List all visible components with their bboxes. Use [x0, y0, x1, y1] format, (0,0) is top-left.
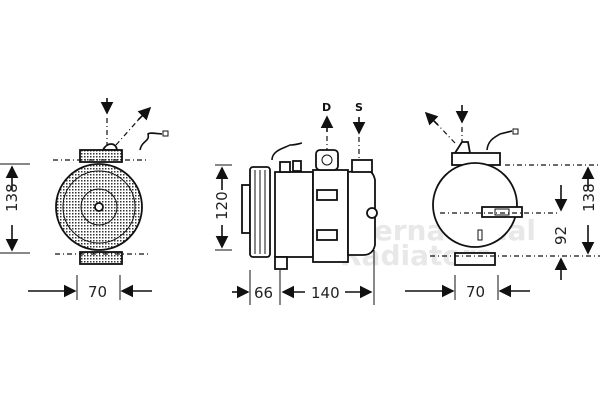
compressor-rear-body	[432, 162, 518, 248]
left-view-front: 138 70	[0, 98, 169, 301]
left-height-dim: 138	[3, 183, 21, 212]
outlet-arrow-icon	[424, 111, 439, 126]
port-suction-label: S	[355, 101, 363, 114]
right-view-rear: 138 92 70	[405, 105, 600, 301]
pulley-dim: 66	[254, 284, 273, 302]
middle-length-dim: 140	[311, 284, 340, 302]
middle-height-dim: 120	[213, 191, 231, 220]
right-height-dim: 138	[580, 183, 598, 212]
outlet-arrow-icon	[137, 106, 152, 121]
middle-view-side: D S 120 66	[213, 101, 378, 305]
right-offset-dim: 92	[552, 226, 570, 245]
left-width-dim: 70	[88, 283, 107, 301]
port-discharge-label: D	[322, 101, 331, 114]
right-width-dim: 70	[466, 283, 485, 301]
compressor-body	[312, 169, 349, 263]
wire-connector	[139, 132, 163, 151]
